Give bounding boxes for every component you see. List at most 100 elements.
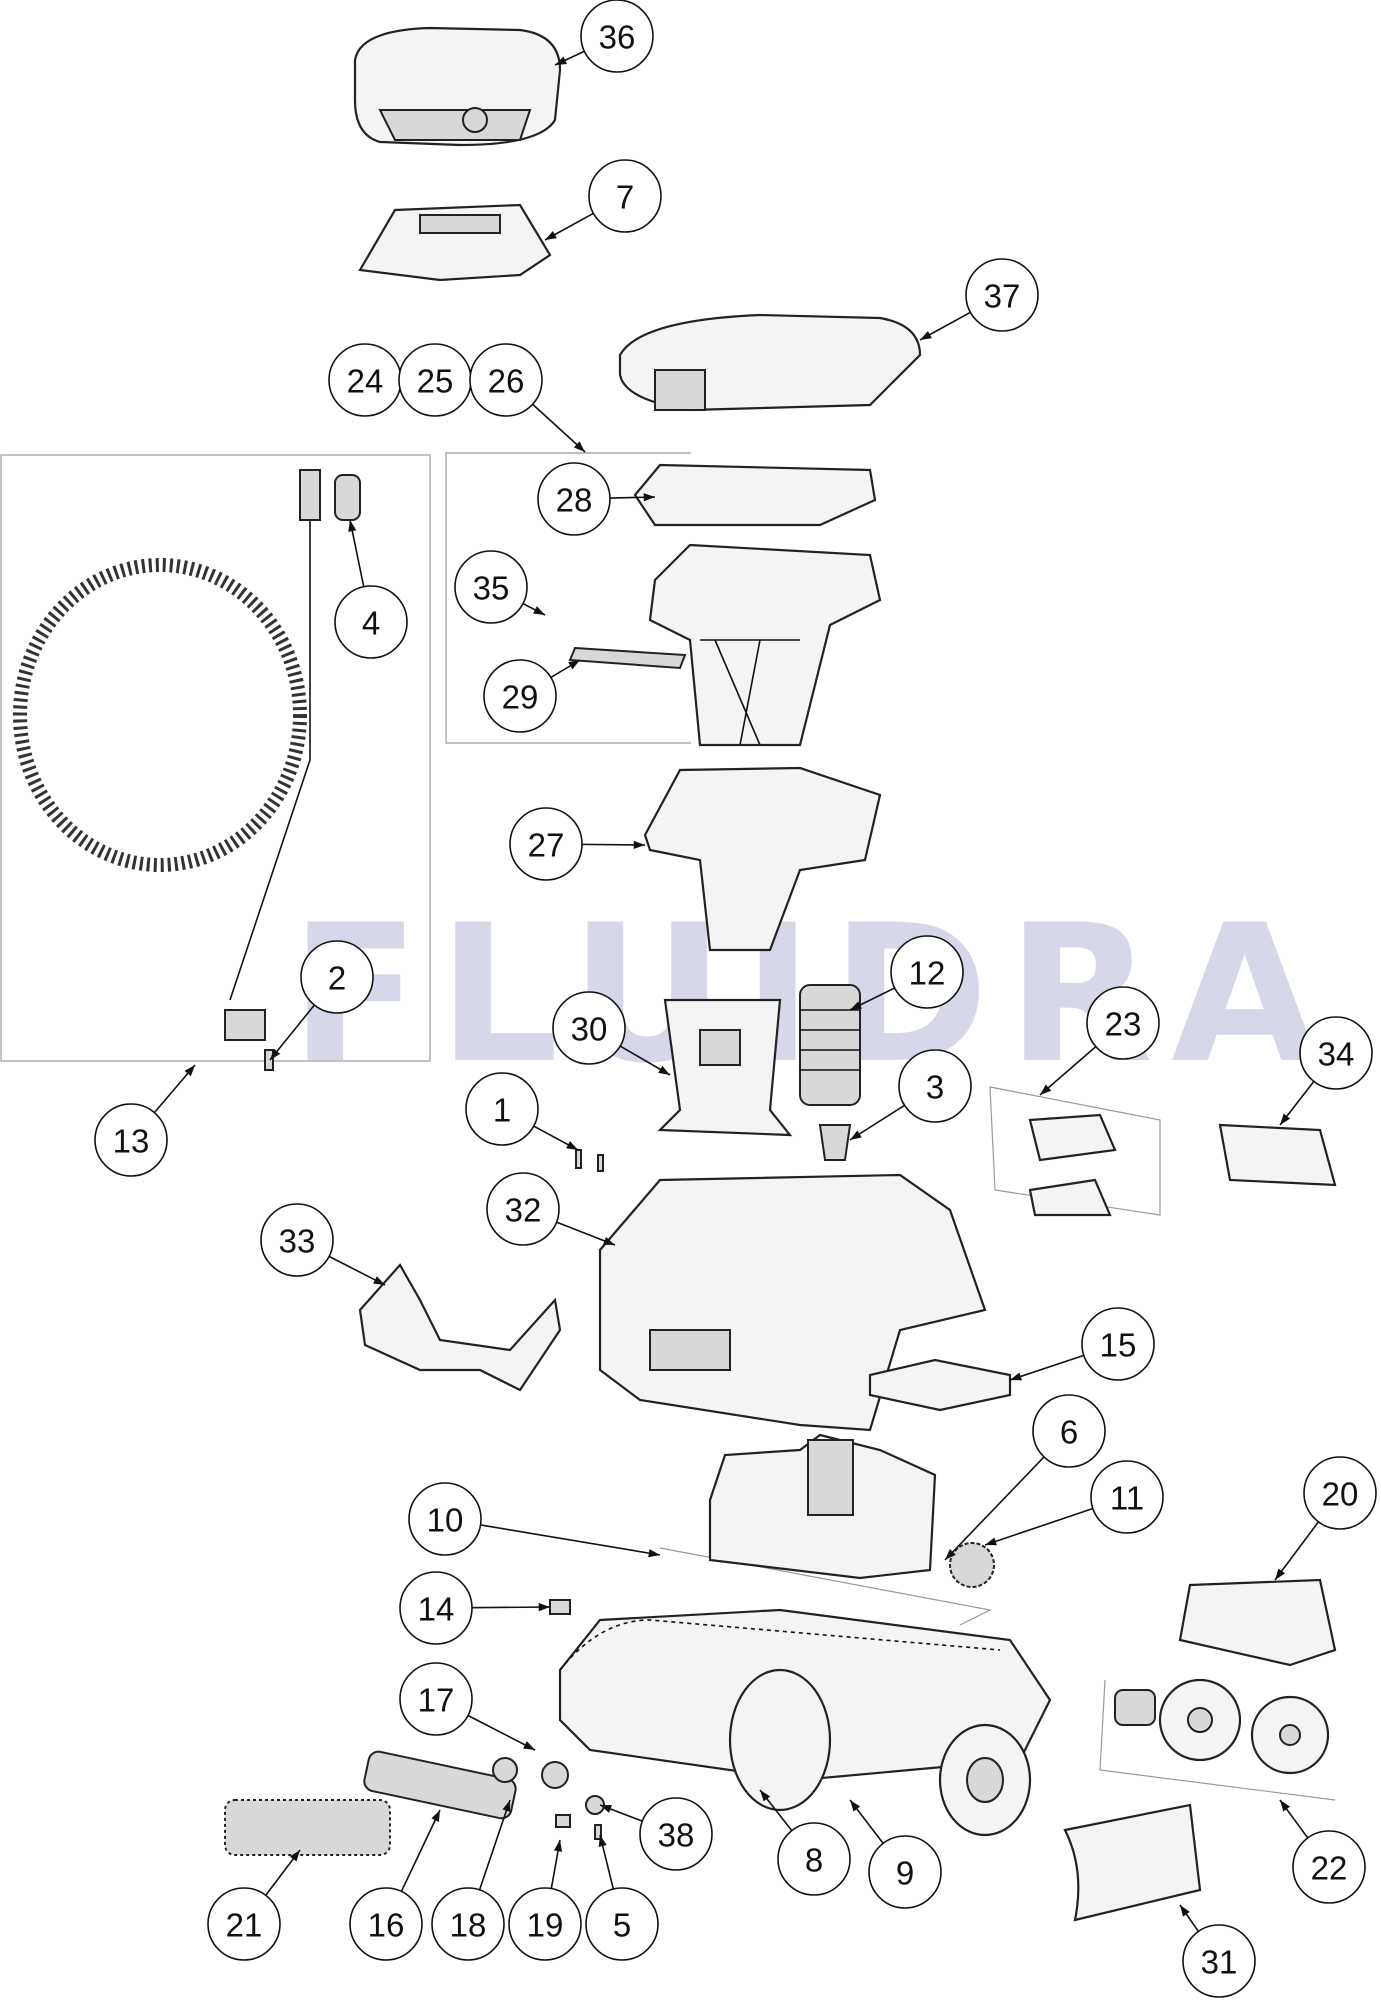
callout-number: 24	[347, 363, 384, 400]
callout-13: 13	[94, 1103, 168, 1177]
callout-number: 4	[362, 605, 380, 642]
callout-34: 34	[1299, 1016, 1373, 1090]
callout-3: 3	[898, 1049, 972, 1123]
arrowhead-icon	[633, 840, 645, 850]
callout-number: 16	[368, 1907, 405, 1944]
part-33-handle	[358, 1263, 562, 1392]
leader-line-14	[471, 1606, 551, 1609]
callout-21: 21	[207, 1887, 281, 1961]
arrowhead-icon	[648, 1549, 660, 1558]
callout-12: 12	[890, 935, 964, 1009]
callout-circle	[1081, 1307, 1155, 1381]
callout-number: 3	[926, 1069, 944, 1106]
callout-circle	[1303, 1456, 1377, 1530]
callout-37: 37	[965, 258, 1039, 332]
part-filter-basket	[648, 543, 882, 747]
leader-line-15	[1009, 1354, 1085, 1381]
callout-20: 20	[1303, 1456, 1377, 1530]
arrowhead-icon	[533, 606, 545, 615]
part-23-clips	[1028, 1113, 1117, 1217]
callout-circle	[349, 1887, 423, 1961]
callout-23: 23	[1086, 986, 1160, 1060]
group-box-22	[1099, 1679, 1336, 1801]
callout-number: 31	[1201, 1944, 1238, 1981]
callout-circle	[777, 1822, 851, 1896]
callout-26: 26	[469, 343, 543, 417]
arrowhead-icon	[573, 441, 585, 452]
callout-1: 1	[465, 1072, 539, 1146]
part-20-covers	[1178, 1578, 1337, 1667]
group-box-23	[989, 1086, 1161, 1216]
arrowhead-icon	[985, 1537, 997, 1546]
callout-number: 26	[488, 363, 525, 400]
filter-group-box	[445, 452, 691, 744]
callout-number: 30	[571, 1011, 608, 1048]
chassis-tracks	[558, 1608, 1052, 1837]
callout-31: 31	[1182, 1924, 1256, 1998]
arrowhead-icon	[1275, 1568, 1286, 1580]
callout-circle	[1032, 1394, 1106, 1468]
callout-number: 5	[613, 1907, 631, 1944]
callout-number: 14	[418, 1591, 455, 1628]
arrowhead-icon	[598, 1835, 607, 1847]
callout-number: 33	[279, 1223, 316, 1260]
callout-circle	[1086, 986, 1160, 1060]
part-34-handle-clip	[1218, 1123, 1337, 1187]
part-28-filter-lid	[633, 463, 877, 527]
callout-30: 30	[552, 991, 626, 1065]
callout-36: 36	[580, 0, 654, 73]
callout-27: 27	[509, 807, 583, 881]
callout-number: 21	[226, 1907, 263, 1944]
leader-line-4	[349, 519, 365, 587]
callout-circle	[1292, 1830, 1366, 1904]
callout-number: 2	[328, 960, 346, 997]
part-10-motor-block	[708, 1433, 937, 1580]
arrowhead-icon	[566, 1141, 578, 1150]
arrowhead-icon	[760, 1790, 771, 1802]
callout-number: 1	[493, 1092, 511, 1129]
part-1-screws	[575, 1149, 604, 1172]
leader-line-26	[532, 403, 586, 453]
part-37-top-cover	[618, 313, 922, 412]
callout-circle	[580, 0, 654, 73]
part-22-wheels	[1114, 1678, 1330, 1775]
arrowhead-icon	[270, 1048, 281, 1060]
arrowhead-icon	[568, 660, 580, 670]
part-36-power-supply	[353, 26, 562, 147]
callout-15: 15	[1081, 1307, 1155, 1381]
callout-circle	[552, 991, 626, 1065]
callout-number: 17	[418, 1682, 455, 1719]
callout-8: 8	[777, 1822, 851, 1896]
callout-14: 14	[399, 1571, 473, 1645]
callout-29: 29	[483, 659, 557, 733]
callout-11: 11	[1090, 1460, 1164, 1534]
callout-circle	[509, 807, 583, 881]
callout-circle	[399, 1662, 473, 1736]
arrowhead-icon	[850, 1001, 862, 1010]
callout-number: 18	[450, 1907, 487, 1944]
callout-number: 9	[896, 1855, 914, 1892]
callout-number: 37	[984, 278, 1021, 315]
cable-coil-13	[13, 469, 361, 1071]
callout-number: 35	[473, 570, 510, 607]
callout-circle	[508, 1887, 582, 1961]
arrowhead-icon	[643, 493, 655, 502]
leader-line-20	[1274, 1521, 1320, 1581]
callout-circle	[1299, 1016, 1373, 1090]
arrowhead-icon	[1280, 1800, 1290, 1812]
cable-group-box	[0, 454, 431, 1062]
callout-circle	[588, 159, 662, 233]
leader-line-18	[478, 1799, 511, 1891]
callout-number: 13	[113, 1123, 150, 1160]
arrowhead-icon	[1010, 1372, 1022, 1381]
callout-circle	[207, 1887, 281, 1961]
callout-number: 7	[616, 179, 634, 216]
callout-circle	[260, 1203, 334, 1277]
callout-number: 20	[1322, 1476, 1359, 1513]
part-7-support	[358, 203, 552, 282]
arrowhead-icon	[348, 520, 357, 532]
arrowhead-icon	[850, 1130, 862, 1140]
arrowhead-icon	[289, 1850, 300, 1862]
arrowhead-icon	[545, 230, 557, 240]
